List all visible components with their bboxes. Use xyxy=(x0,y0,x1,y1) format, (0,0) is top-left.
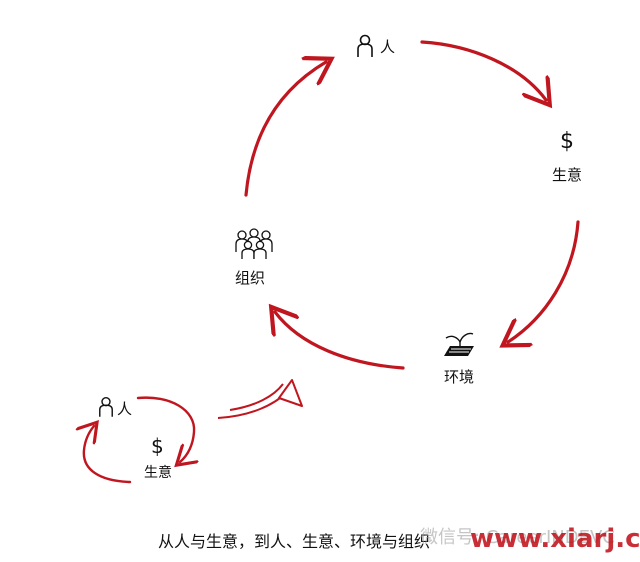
arrow-person-to-business xyxy=(420,40,546,100)
group-people-icon xyxy=(235,228,273,259)
person-label: 人 xyxy=(380,38,396,56)
figure-caption: 从人与生意，到人、生意、环境与组织 xyxy=(158,532,431,551)
person-icon xyxy=(357,34,373,57)
small-business-label: 生意 xyxy=(144,465,172,481)
small-arrow-person-to-business xyxy=(136,396,194,462)
arrow-environment-to-organization xyxy=(275,312,405,370)
small-arrow-business-to-person xyxy=(84,426,132,484)
ground-plant-icon xyxy=(444,332,474,356)
small-person-icon xyxy=(99,396,113,417)
small-dollar-icon: $ xyxy=(151,434,164,458)
wechat-watermark: 微信号: CareerINDEVC xyxy=(420,527,615,548)
transition-arrow xyxy=(217,379,303,419)
dollar-icon: $ xyxy=(560,129,574,154)
small-person-label: 人 xyxy=(117,400,133,418)
site-watermark: www.xiarj.com xyxy=(470,524,640,554)
environment-label: 环境 xyxy=(444,368,475,386)
business-label: 生意 xyxy=(552,166,583,184)
organization-label: 组织 xyxy=(235,269,266,287)
arrow-organization-to-person xyxy=(244,62,326,197)
arrow-business-to-environment xyxy=(508,220,580,342)
